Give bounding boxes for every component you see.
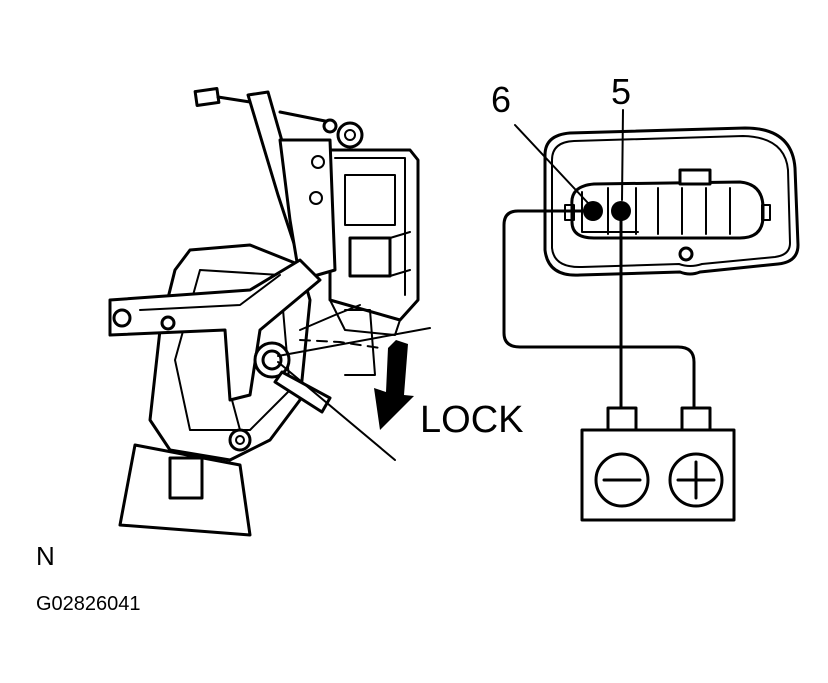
battery-negative-post xyxy=(606,406,638,434)
battery xyxy=(580,406,736,522)
test-leads xyxy=(502,209,696,412)
terminal-6-probe-dot xyxy=(583,201,603,221)
battery-positive-post xyxy=(680,406,712,434)
battery-minus-icon xyxy=(594,452,650,508)
lock-label: LOCK xyxy=(420,399,523,441)
terminal-5-probe-dot xyxy=(611,201,631,221)
door-lock-actuator xyxy=(108,87,431,537)
battery-case xyxy=(580,428,736,522)
actuator-connector xyxy=(514,109,800,277)
figure-id: G02826041 xyxy=(36,593,141,615)
terminal-5-label: 5 xyxy=(611,71,631,112)
battery-plus-icon xyxy=(668,452,724,508)
terminal-6-label: 6 xyxy=(491,79,511,120)
view-letter: N xyxy=(36,541,55,571)
